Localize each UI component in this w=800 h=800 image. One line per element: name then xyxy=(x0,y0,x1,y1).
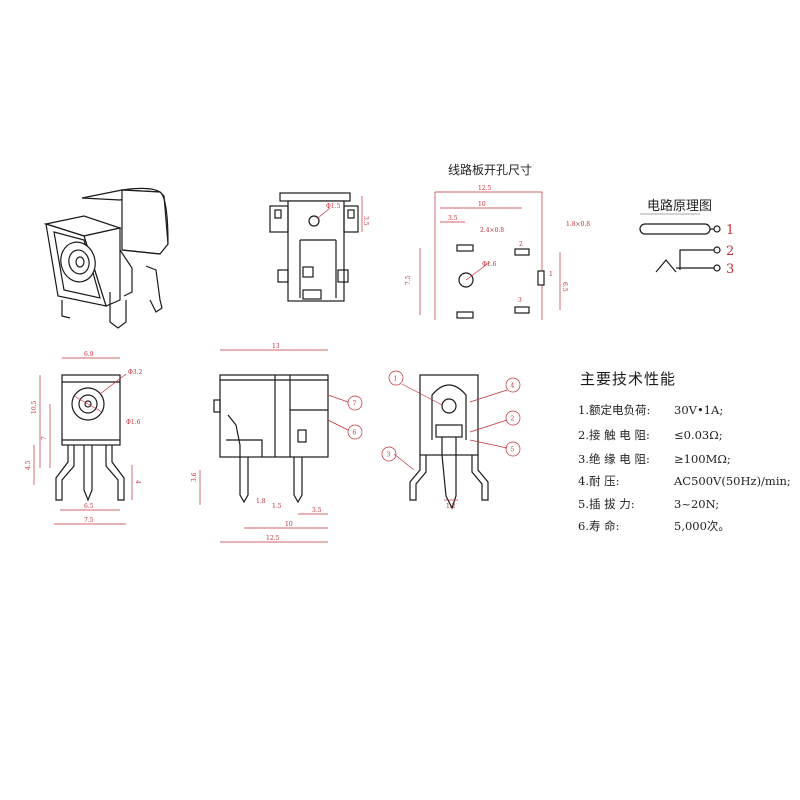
top-h-label: 3.5 xyxy=(362,216,369,226)
spec-label: 3.绝 缘 电 阻: xyxy=(578,452,650,466)
front-w75: 7.5 xyxy=(84,517,94,524)
pcb-h75: 7.5 xyxy=(405,275,412,285)
callout-4: 4 xyxy=(511,383,515,390)
spec-value: ≥100MΩ; xyxy=(674,452,731,466)
front-view: 6.9 Φ3.2 Φ1.6 10.5 7 4.5 4 6.5 7.5 xyxy=(25,351,143,525)
front-d32: Φ3.2 xyxy=(128,369,143,376)
spec-label: 1.额定电负荷: xyxy=(578,403,651,417)
spec-value: ≤0.03Ω; xyxy=(674,428,723,442)
callout-3: 3 xyxy=(387,452,391,459)
front-h105: 10.5 xyxy=(31,400,38,414)
side-view: 13 3.6 1.8 1.5 3.5 10 12.5 xyxy=(191,343,349,543)
spec-label: 2.接 触 电 阻: xyxy=(578,428,650,442)
top-hole-label: Φ1.5 xyxy=(326,203,341,210)
spec-label: 5.插 拔 力: xyxy=(578,497,635,511)
schematic-pin-2: 2 xyxy=(726,244,734,259)
pcb-p1: 1 xyxy=(549,271,553,278)
front-w69: 6.9 xyxy=(84,351,94,358)
section-view: 1.2 xyxy=(393,374,508,510)
spec-label: 4.耐 压: xyxy=(578,474,620,488)
side-w13: 13 xyxy=(272,343,280,350)
pcb-w3: 3 xyxy=(518,297,522,304)
front-w65: 6.5 xyxy=(84,503,94,510)
callout-5: 5 xyxy=(511,447,515,454)
schematic-pin-3: 3 xyxy=(726,262,734,277)
spec-row: 4.耐 压: AC500V(50Hz)/min; xyxy=(578,473,791,489)
pcb-layout: 线路板开孔尺寸 12.5 10 3.5 1.8×0.8 2.4×0.8 7.5 … xyxy=(405,162,590,320)
pcb-hole: Φ1.6 xyxy=(482,261,497,268)
pcb-h65: 6.5 xyxy=(561,282,568,292)
front-d16: Φ1.6 xyxy=(126,419,141,426)
top-view: Φ1.5 3.5 xyxy=(269,192,369,302)
callout-6: 6 xyxy=(353,430,357,437)
callouts: 1 2 3 4 5 6 7 xyxy=(347,370,521,462)
front-h45: 4.5 xyxy=(25,460,32,470)
side-h36: 3.6 xyxy=(191,472,198,482)
callout-1: 1 xyxy=(394,376,398,383)
spec-row: 6.寿 命: 5,000次。 xyxy=(578,518,730,534)
pcb-w35: 3.5 xyxy=(448,215,458,222)
pcb-w125: 12.5 xyxy=(478,185,492,192)
callout-7: 7 xyxy=(353,401,357,408)
front-h4: 4 xyxy=(134,480,141,484)
pcb-p2: 2 xyxy=(519,241,523,248)
front-h7: 7 xyxy=(41,436,48,440)
side-w125: 12.5 xyxy=(266,535,280,542)
schematic-pin-1: 1 xyxy=(726,223,734,238)
side-w35: 3.5 xyxy=(312,507,322,514)
spec-row: 1.额定电负荷: 30V•1A; xyxy=(578,402,723,418)
section-w12: 1.2 xyxy=(446,503,456,510)
side-w18: 1.8 xyxy=(256,498,266,505)
spec-value: 3~20N; xyxy=(674,497,720,511)
side-w10: 10 xyxy=(285,521,293,528)
schematic xyxy=(639,213,721,273)
pcb-title: 线路板开孔尺寸 xyxy=(448,162,532,177)
pcb-slot2: 2.4×0.8 xyxy=(480,227,504,234)
callout-2: 2 xyxy=(511,416,515,423)
spec-row: 2.接 触 电 阻: ≤0.03Ω; xyxy=(578,427,723,443)
spec-value: AC500V(50Hz)/min; xyxy=(674,474,791,488)
spec-value: 5,000次。 xyxy=(674,519,730,533)
schematic-title: 电路原理图 xyxy=(647,198,712,214)
spec-title: 主要技术性能 xyxy=(580,370,677,388)
pcb-w10: 10 xyxy=(478,201,486,208)
spec-value: 30V•1A; xyxy=(674,403,724,417)
isometric-view xyxy=(43,187,169,329)
spec-label: 6.寿 命: xyxy=(578,519,620,533)
spec-row: 3.绝 缘 电 阻: ≥100MΩ; xyxy=(578,451,731,467)
spec-row: 5.插 拔 力: 3~20N; xyxy=(578,496,719,512)
pcb-slot: 1.8×0.8 xyxy=(566,221,590,228)
side-w15: 1.5 xyxy=(272,503,282,510)
